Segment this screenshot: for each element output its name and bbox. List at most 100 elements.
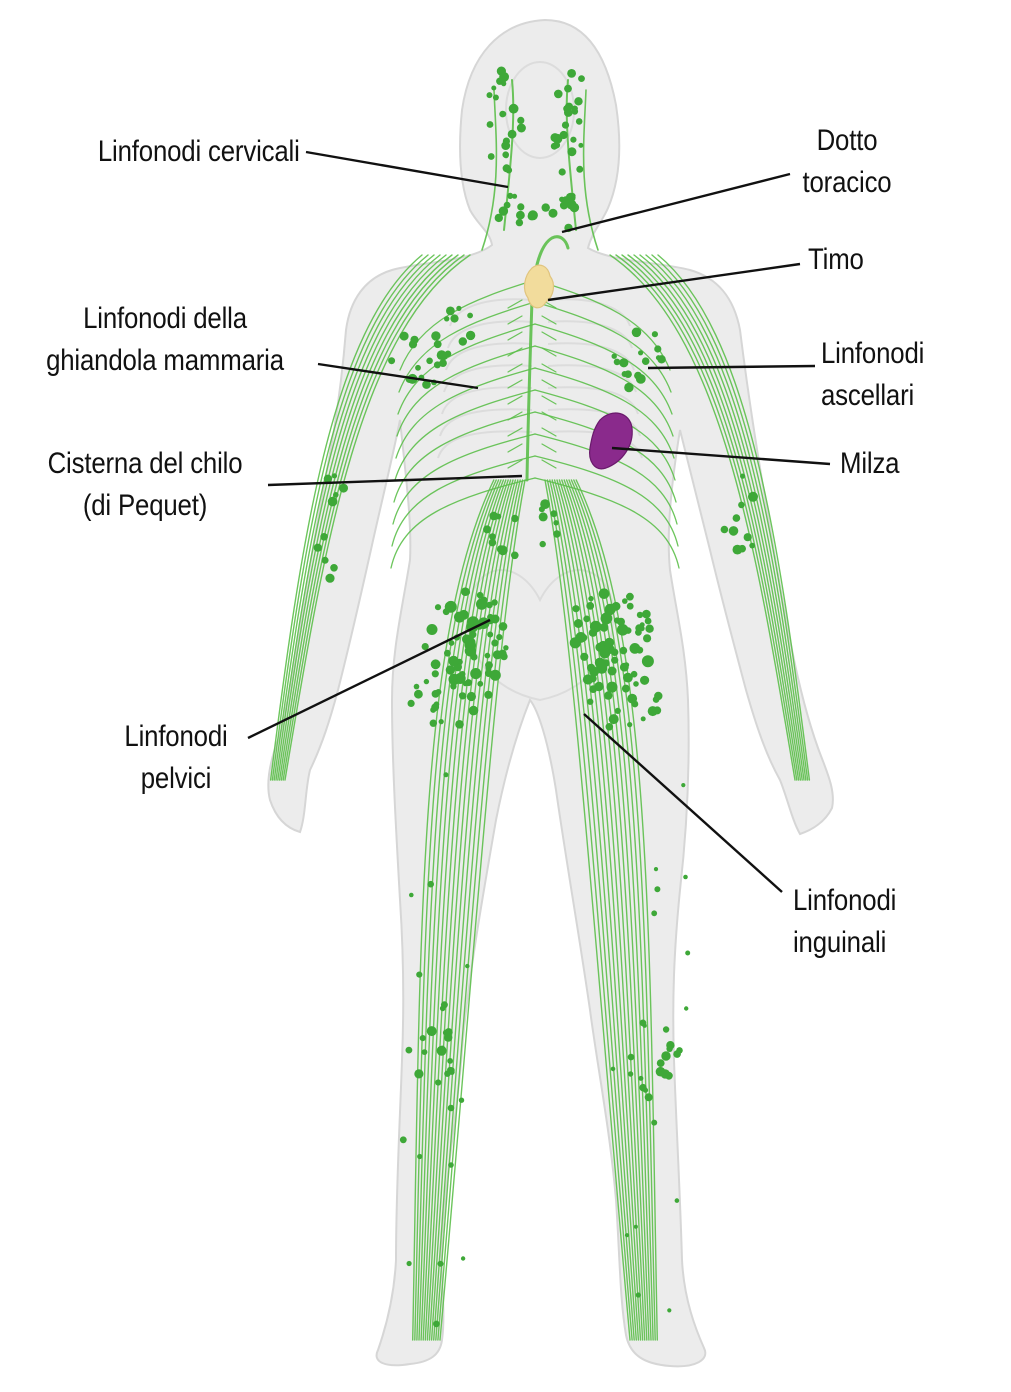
- lymph-node: [438, 719, 444, 725]
- lymph-node: [455, 720, 464, 729]
- lymph-node: [644, 617, 652, 625]
- lymph-node: [442, 1029, 450, 1036]
- leader-pelvic: [247, 618, 491, 740]
- lymph-node: [423, 678, 430, 685]
- lymph-node: [639, 622, 645, 628]
- lymph-node: [443, 772, 449, 778]
- lymph-vessel: [541, 363, 557, 373]
- lymph-node: [633, 681, 639, 687]
- lymph-node: [467, 312, 473, 319]
- lymph-node: [619, 358, 629, 368]
- lymph-vessel: [534, 455, 679, 547]
- lymph-node: [599, 647, 611, 659]
- lymph-vessel: [544, 479, 631, 1341]
- lymph-node: [626, 602, 634, 610]
- lymph-node: [553, 520, 559, 526]
- lymph-node: [623, 672, 633, 683]
- lymph-node: [740, 473, 746, 479]
- lymph-node: [429, 719, 437, 727]
- lymph-node: [406, 1260, 412, 1267]
- lymph-node: [569, 192, 576, 200]
- lymph-node: [484, 690, 493, 699]
- lymph-node: [440, 1045, 445, 1051]
- lymph-node: [313, 543, 322, 552]
- lymph-vessel: [414, 479, 497, 1341]
- lymph-node: [465, 679, 473, 687]
- lymph-node: [445, 600, 457, 613]
- lymph-vessel: [416, 479, 500, 1341]
- label-cervical-lymph-nodes: Linfonodi cervicali: [98, 135, 300, 168]
- lymph-node: [643, 634, 652, 643]
- lymph-vessel: [534, 279, 671, 371]
- rib-hint: [437, 430, 533, 459]
- lymph-node: [561, 121, 570, 129]
- lymph-node: [572, 605, 580, 613]
- lymph-node: [489, 511, 499, 521]
- body-silhouette: [267, 18, 834, 1368]
- lymph-node: [644, 1093, 653, 1102]
- lymph-vessel: [541, 459, 557, 469]
- lymph-vessel: [551, 479, 637, 1341]
- lymph-node: [641, 357, 650, 366]
- lymph-node: [485, 665, 492, 672]
- lymph-vessel: [541, 315, 557, 325]
- lymph-node: [487, 631, 494, 638]
- lymph-node: [421, 643, 429, 651]
- lymph-node: [433, 1320, 440, 1328]
- lymph-node: [330, 564, 338, 572]
- lymph-node: [469, 631, 477, 639]
- lymph-node: [405, 1046, 413, 1054]
- lymph-vessel: [546, 479, 633, 1341]
- lymph-vessel: [282, 254, 465, 781]
- lymph-node: [431, 670, 439, 678]
- lymph-node: [426, 1026, 437, 1037]
- lymph-node: [638, 350, 644, 356]
- lymph-node: [539, 540, 546, 548]
- lymph-node: [496, 66, 506, 76]
- leader-cisterna: [267, 474, 523, 487]
- lymph-node: [606, 681, 618, 693]
- lymph-node: [496, 634, 503, 641]
- lymph-node: [683, 874, 688, 880]
- lymph-node: [651, 910, 658, 917]
- lymph-vessel: [412, 479, 495, 1341]
- lymph-node: [550, 510, 558, 518]
- lymph-node: [589, 674, 597, 683]
- lymph-node: [445, 665, 456, 675]
- lymph-node: [507, 192, 514, 199]
- lymph-node: [458, 337, 467, 346]
- lymph-node: [501, 81, 507, 87]
- lymph-node: [408, 340, 418, 349]
- lymph-node: [621, 684, 630, 693]
- lymph-node: [589, 685, 598, 693]
- lymph-vessel: [568, 479, 652, 1341]
- lymph-node: [574, 97, 583, 106]
- lymph-vessel: [657, 254, 811, 781]
- lymph-node: [413, 683, 420, 690]
- lymph-node: [516, 210, 525, 220]
- lymph-node: [331, 473, 338, 479]
- lymph-node: [576, 165, 584, 173]
- lymph-node: [627, 722, 633, 728]
- lymph-node: [517, 116, 525, 124]
- lymph-vessel: [439, 479, 526, 1341]
- lymph-vessel: [645, 254, 807, 781]
- leader-thoracic-duct: [561, 172, 791, 234]
- lymph-node: [642, 1087, 649, 1093]
- lymph-node: [465, 963, 470, 969]
- lymph-vessel: [534, 345, 674, 437]
- lymph-node: [616, 624, 629, 636]
- lymph-node: [466, 691, 476, 702]
- lymph-node: [508, 103, 519, 114]
- lymph-node: [458, 1097, 465, 1103]
- lymph-node: [487, 613, 494, 621]
- spleen: [589, 412, 633, 470]
- label-mammary-lymph-nodes: Linfonodi della ghiandola mammaria: [46, 302, 284, 377]
- lymph-node: [720, 525, 729, 534]
- lymph-node: [440, 1001, 448, 1009]
- lymph-node: [456, 305, 462, 311]
- lymph-node: [448, 640, 455, 646]
- label-spleen: Milza: [840, 447, 900, 480]
- lymph-node: [728, 526, 739, 536]
- label-pelvic-lymph-nodes: Linfonodi pelvici: [124, 720, 228, 795]
